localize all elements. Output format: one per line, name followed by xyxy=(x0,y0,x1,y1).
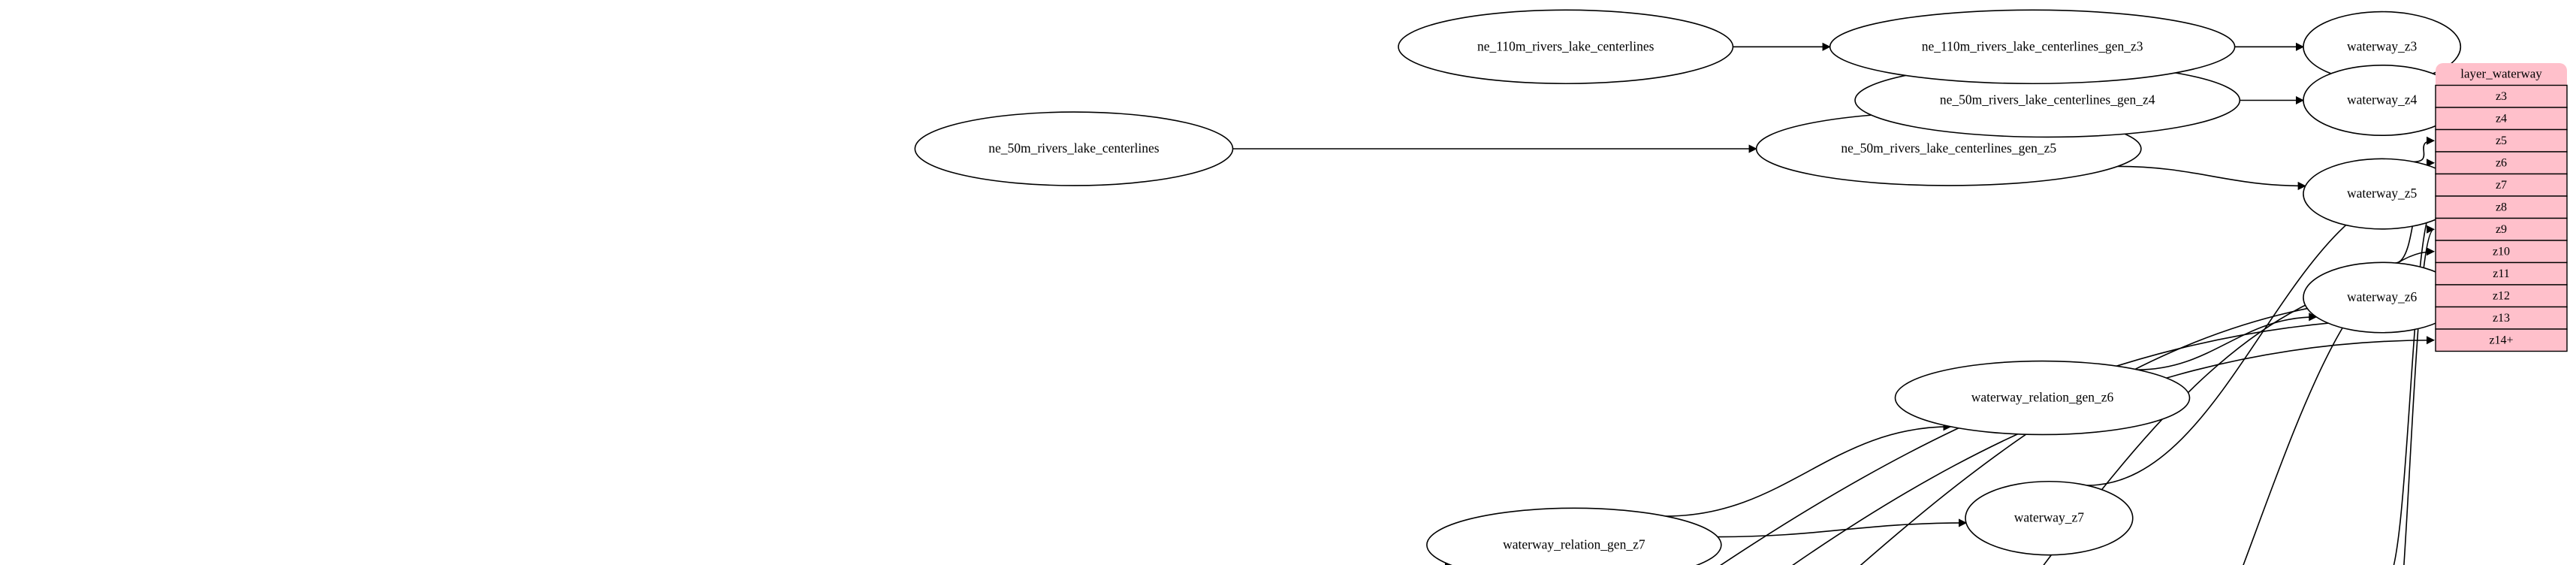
node-waterway_z7[interactable]: waterway_z7 xyxy=(1965,480,2134,556)
node-label: waterway_relation_gen_z7 xyxy=(1503,536,1645,551)
node-ellipse xyxy=(1894,360,2191,436)
edge-waterway_z8-to-layer_waterway_z8 xyxy=(2393,203,2436,565)
node-waterway_z3[interactable]: waterway_z3 xyxy=(2303,11,2462,83)
row-label: z12 xyxy=(2493,289,2510,302)
layer-table-row-z6[interactable]: z6 xyxy=(2435,151,2568,175)
node-label: ne_50m_rivers_lake_centerlines_gen_z4 xyxy=(1940,92,2155,107)
edge-waterway_z5-to-layer_waterway_z5 xyxy=(2413,136,2436,163)
node-ellipse xyxy=(1398,9,1734,85)
row-label: z13 xyxy=(2493,312,2510,325)
layer-table-title: layer_waterway xyxy=(2460,67,2542,81)
layer-table-row-z7[interactable]: z7 xyxy=(2435,173,2568,197)
node-ne_110m_rivers_lake_centerlines[interactable]: ne_110m_rivers_lake_centerlines xyxy=(1398,9,1734,85)
node-label: waterway_z5 xyxy=(2347,186,2418,201)
row-label: z7 xyxy=(2496,179,2507,192)
row-cell xyxy=(2435,107,2568,131)
row-label: z9 xyxy=(2496,223,2507,236)
row-label: z3 xyxy=(2496,90,2507,103)
layer-table-row-z11[interactable]: z11 xyxy=(2435,261,2568,286)
node-label: ne_50m_rivers_lake_centerlines_gen_z5 xyxy=(1841,140,2056,156)
edge-waterway_z7-to-layer_waterway_z7 xyxy=(2086,180,2436,486)
row-cell xyxy=(2435,84,2568,108)
layer-table-row-z12[interactable]: z12 xyxy=(2435,284,2568,308)
row-cell xyxy=(2435,240,2568,264)
row-cell xyxy=(2435,306,2568,330)
row-cell xyxy=(2435,217,2568,241)
node-waterway_z4[interactable]: waterway_z4 xyxy=(2303,64,2462,137)
node-label: ne_50m_rivers_lake_centerlines xyxy=(988,140,1160,156)
node-waterway_z6[interactable]: waterway_z6 xyxy=(2303,261,2462,334)
layer-table-row-z14plus[interactable]: z14+ xyxy=(2435,328,2568,352)
node-ellipse xyxy=(1426,507,1722,565)
node-ne_50m_rivers_lake_centerlines_gen_z4[interactable]: ne_50m_rivers_lake_centerlines_gen_z4 xyxy=(1854,62,2241,138)
row-label: z8 xyxy=(2496,201,2507,213)
node-ne_50m_rivers_lake_centerlines[interactable]: ne_50m_rivers_lake_centerlines xyxy=(914,111,1234,186)
layer-waterway-table: layer_waterway z3 z4 z5 z6 z7 z8 z9 z10 z11 z12 z13… xyxy=(2435,63,2568,352)
row-label: z6 xyxy=(2496,156,2507,169)
edge-waterway_z12-to-layer_waterway_z12 xyxy=(1860,292,2436,565)
edge-waterway_relation_gen_z7-to-waterway_relation_gen_z6 xyxy=(1665,422,1952,517)
row-label: z10 xyxy=(2493,245,2510,258)
node-label: waterway_z7 xyxy=(2014,510,2085,525)
layer-table-row-z4[interactable]: z4 xyxy=(2435,107,2568,131)
edge-ne_50m_rivers_lake_centerlines_gen_z5-to-waterway_z5 xyxy=(2117,165,2306,191)
row-cell xyxy=(2435,128,2568,153)
node-label: ne_110m_rivers_lake_centerlines xyxy=(1477,38,1654,53)
layer-table-row-z13[interactable]: z13 xyxy=(2435,306,2568,330)
row-cell xyxy=(2435,195,2568,219)
layer-table-row-z3[interactable]: z3 xyxy=(2435,84,2568,108)
node-waterway_relation_gen_z7[interactable]: waterway_relation_gen_z7 xyxy=(1426,507,1722,565)
row-label: z14+ xyxy=(2489,334,2513,346)
node-label: waterway_z3 xyxy=(2347,38,2418,53)
row-cell xyxy=(2435,151,2568,175)
edge-waterway_relation_gen_z7-to-waterway_z7 xyxy=(1718,518,1968,538)
node-label: waterway_relation_gen_z6 xyxy=(1971,390,2114,405)
node-ellipse xyxy=(1965,480,2134,556)
node-label: waterway_z4 xyxy=(2347,92,2418,107)
row-label: z5 xyxy=(2496,134,2507,147)
layer-table-row-z5[interactable]: z5 xyxy=(2435,128,2568,153)
layer-table-row-z9[interactable]: z9 xyxy=(2435,217,2568,241)
layer-table-row-z8[interactable]: z8 xyxy=(2435,195,2568,219)
node-layer: imposm3osm_waterway_relationosm_waterway… xyxy=(914,9,2462,565)
node-ellipse xyxy=(914,111,1234,186)
edge-waterway_z11-to-layer_waterway_z11 xyxy=(2043,269,2436,565)
node-label: ne_110m_rivers_lake_centerlines_gen_z3 xyxy=(1922,38,2143,53)
edge-waterway_z13-to-layer_waterway_z13 xyxy=(1720,313,2436,565)
row-label: z11 xyxy=(2493,267,2510,280)
layer-table-row-z10[interactable]: z10 xyxy=(2435,240,2568,264)
node-waterway_relation_gen_z6[interactable]: waterway_relation_gen_z6 xyxy=(1894,360,2191,436)
node-ne_110m_rivers_lake_centerlines_gen_z3[interactable]: ne_110m_rivers_lake_centerlines_gen_z3 xyxy=(1829,9,2236,85)
row-cell xyxy=(2435,328,2568,352)
node-label: waterway_z6 xyxy=(2347,289,2418,304)
row-cell xyxy=(2435,261,2568,286)
row-label: z4 xyxy=(2496,112,2507,125)
edge-waterway_z9-to-layer_waterway_z9 xyxy=(2403,225,2436,565)
row-cell xyxy=(2435,173,2568,197)
node-ellipse xyxy=(1829,9,2236,85)
edge-waterway_relation_gen_z6-to-waterway_z6 xyxy=(2137,313,2318,370)
